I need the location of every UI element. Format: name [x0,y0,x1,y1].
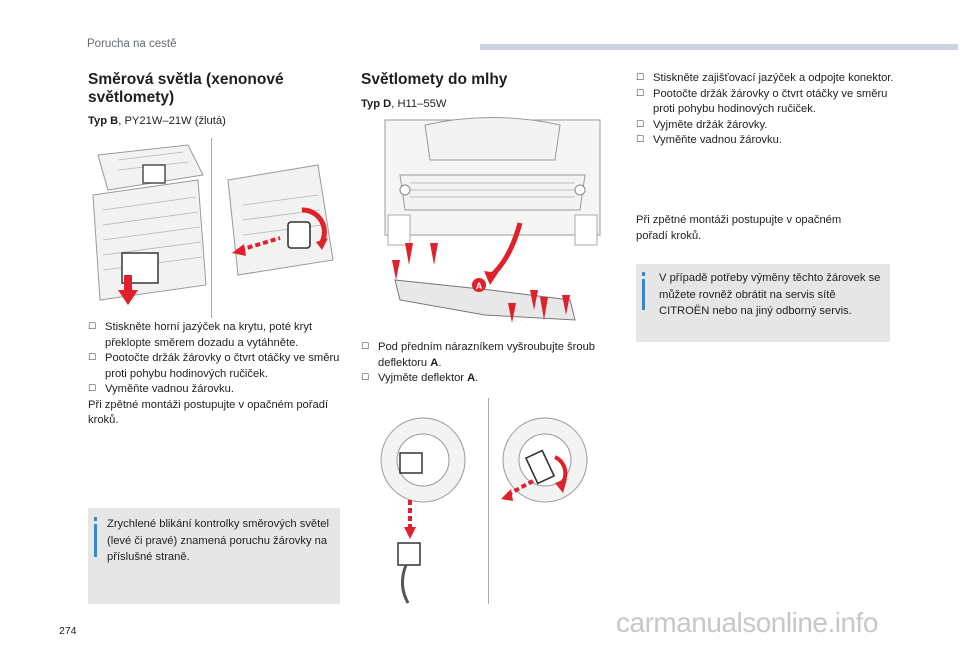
step-item: Pootočte držák žárovky o čtvrt otáčky ve… [636,87,894,118]
info-note-turn-signal: Zrychlené blikání kontrolky směrových sv… [88,508,340,604]
fog-lamp-connector-illustration [380,417,466,604]
info-note-service: V případě potřeby výměny těchto žárovek … [636,264,890,342]
info-icon [642,272,645,310]
page-number: 274 [59,625,77,637]
header-bar [480,44,958,50]
running-header: Porucha na cestě [87,38,177,50]
reassembly-text: Při zpětné montáži postupujte v opačném … [88,398,329,427]
section-heading-turn-signals: Směrová světla (xenonové světlomety) [88,71,284,106]
bulb-type-d: Typ D, H11–55W [361,98,447,110]
bulb-type-b: Typ B, PY21W–21W (žlutá) [88,115,226,127]
reassembly-text: Při zpětné montáži postupujte v opačném … [636,214,842,242]
step-item: Vyjměte držák žárovky. [636,118,894,134]
turn-signal-steps: Stiskněte horní jazýček na krytu, poté k… [88,320,343,429]
step-item: Pootočte držák žárovky o čtvrt otáčky ve… [88,351,343,382]
fog-light-steps: Pod předním nárazníkem vyšroubujte šroub… [361,340,616,387]
turn-signal-cover-illustration [92,144,207,305]
step-item: Vyměňte vadnou žárovku. [88,382,343,398]
step-item: Pod předním nárazníkem vyšroubujte šroub… [361,340,616,371]
callout-letter: A [476,281,483,291]
fog-lamp-bulb-rotation-illustration [501,417,588,503]
step-item: Stiskněte horní jazýček na krytu, poté k… [88,320,343,351]
illustration-divider [488,398,489,604]
info-icon [94,517,97,557]
step-item: Vyjměte deflektor A. [361,371,616,387]
turn-signal-bulbholder-illustration [227,164,334,276]
illustration-divider [211,138,212,318]
step-item: Vyměňte vadnou žárovku. [636,133,894,149]
fog-light-bulb-steps: Stiskněte zajišťovací jazýček a odpojte … [636,71,894,149]
watermark: carmanualsonline.info [616,607,878,638]
front-bumper-illustration: A [384,117,601,323]
step-item: Stiskněte zajišťovací jazýček a odpojte … [636,71,894,87]
section-heading-fog-lights: Světlomety do mlhy [361,71,508,88]
